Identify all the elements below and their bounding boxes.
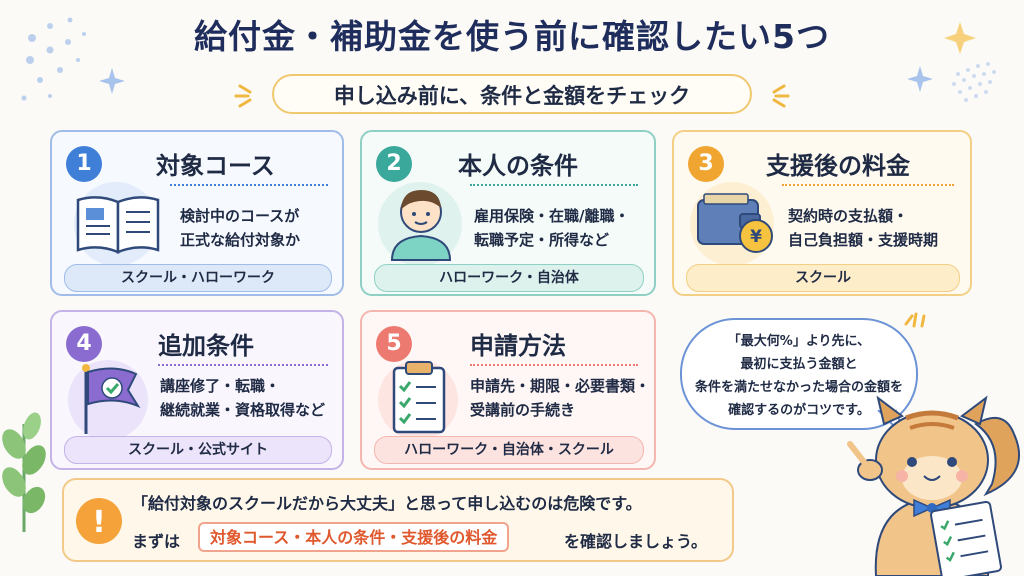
subtitle-banner: 申し込み前に、条件と金額をチェック bbox=[272, 74, 752, 114]
card-title: 対象コース bbox=[156, 152, 275, 180]
open-book-icon bbox=[76, 196, 160, 254]
plant-icon bbox=[2, 412, 46, 532]
decoration-stars-right bbox=[907, 22, 996, 102]
person-icon bbox=[390, 190, 452, 261]
card-body: 講座修了・転職・ 継続就業・資格取得など bbox=[160, 374, 325, 422]
checklist-clipboard-icon bbox=[392, 361, 446, 434]
card-body-line: 申請先・期限・必要書類・ bbox=[470, 377, 651, 395]
card-number: 4 bbox=[66, 326, 102, 362]
card-body-line: 契約時の支払額・ bbox=[788, 207, 909, 225]
card-body-line: 自己負担額・支援時期 bbox=[788, 231, 939, 249]
page-title: 給付金・補助金を使う前に確認したい5つ bbox=[194, 17, 830, 56]
card-body: 雇用保険・在職/離職・ 転職予定・所得など bbox=[474, 204, 629, 252]
card-source-pill: ハローワーク・自治体 bbox=[374, 264, 644, 292]
card-number: 2 bbox=[376, 146, 412, 182]
squirrel-mascot bbox=[847, 395, 1021, 576]
card-title: 支援後の料金 bbox=[766, 152, 910, 180]
speech-bubble: 「最大何%」より先に、 最初に支払う金額と 条件を満たせなかった場合の金額を 確… bbox=[680, 318, 918, 430]
card-body-line: 正式な給付対象か bbox=[180, 231, 301, 249]
warning-box: ! 「給付対象のスクールだから大丈夫」と思って申し込むのは危険です。 まずは 対… bbox=[62, 478, 734, 562]
divider bbox=[170, 184, 328, 186]
warning-highlight: 対象コース・本人の条件・支援後の料金 bbox=[198, 522, 510, 552]
card-body: 検討中のコースが 正式な給付対象か bbox=[180, 204, 300, 252]
card-target-course: 1 対象コース 検討中のコースが 正式な給付対象か スクール・ハローワーク bbox=[50, 130, 344, 296]
divider bbox=[470, 184, 638, 186]
card-body-line: 講座修了・転職・ bbox=[160, 377, 281, 395]
card-source-pill: スクール・公式サイト bbox=[64, 436, 332, 464]
decoration-dots-left bbox=[21, 17, 125, 101]
card-body-line: 雇用保険・在職/離職・ bbox=[474, 207, 630, 225]
card-body: 契約時の支払額・ 自己負担額・支援時期 bbox=[788, 204, 938, 252]
card-source-pill: スクール bbox=[686, 264, 960, 292]
card-number: 5 bbox=[376, 326, 412, 362]
divider bbox=[470, 364, 638, 366]
warning-line2-suffix: を確認しましょう。 bbox=[564, 532, 708, 551]
bubble-line: 条件を満たせなかった場合の金額を bbox=[694, 380, 903, 395]
card-number: 3 bbox=[688, 146, 724, 182]
bubble-line: 確認するのがコツです。 bbox=[728, 403, 870, 418]
wallet-yen-icon: ¥ bbox=[697, 193, 773, 253]
bubble-line: 最初に支払う金額と bbox=[740, 357, 858, 372]
card-post-support-fee: 3 支援後の料金 ¥ 契約時の支払額・ 自己負担額・支援時期 スクール bbox=[672, 130, 972, 296]
warning-line2-prefix: まずは bbox=[132, 532, 181, 551]
card-body-line: 継続就業・資格取得など bbox=[160, 401, 326, 419]
warning-line1: 「給付対象のスクールだから大丈夫」と思って申し込むのは危険です。 bbox=[132, 494, 642, 513]
svg-text:!: ! bbox=[92, 505, 106, 540]
card-title: 申請方法 bbox=[470, 332, 566, 360]
bubble-line: 「最大何%」より先に、 bbox=[727, 334, 871, 349]
flag-check-icon bbox=[82, 364, 141, 434]
card-additional-conditions: 4 追加条件 講座修了・転職・ 継続就業・資格取得など スクール・公式サイト bbox=[50, 310, 344, 470]
card-body: 申請先・期限・必要書類・ 受講前の手続き bbox=[470, 374, 650, 422]
card-body-line: 受講前の手続き bbox=[470, 401, 576, 419]
card-application-method: 5 申請方法 申請先・期限・必要書類・ 受講前の手続き ハローワーク・自治体・ス… bbox=[360, 310, 656, 470]
sparkle-bubble-icon bbox=[904, 312, 926, 328]
card-source-pill: スクール・ハローワーク bbox=[64, 264, 332, 292]
divider bbox=[782, 184, 954, 186]
card-title: 追加条件 bbox=[158, 332, 254, 360]
warning-icon: ! bbox=[76, 498, 122, 544]
svg-text:¥: ¥ bbox=[750, 227, 762, 247]
card-title: 本人の条件 bbox=[458, 152, 578, 180]
sparkle-right-icon bbox=[772, 84, 790, 108]
card-body-line: 転職予定・所得など bbox=[474, 231, 610, 249]
divider bbox=[158, 364, 328, 366]
sparkle-left-icon bbox=[234, 84, 252, 108]
card-personal-conditions: 2 本人の条件 雇用保険・在職/離職・ 転職予定・所得など ハローワーク・自治体 bbox=[360, 130, 656, 296]
card-number: 1 bbox=[66, 146, 102, 182]
card-body-line: 検討中のコースが bbox=[180, 207, 300, 225]
card-source-pill: ハローワーク・自治体・スクール bbox=[374, 436, 644, 464]
